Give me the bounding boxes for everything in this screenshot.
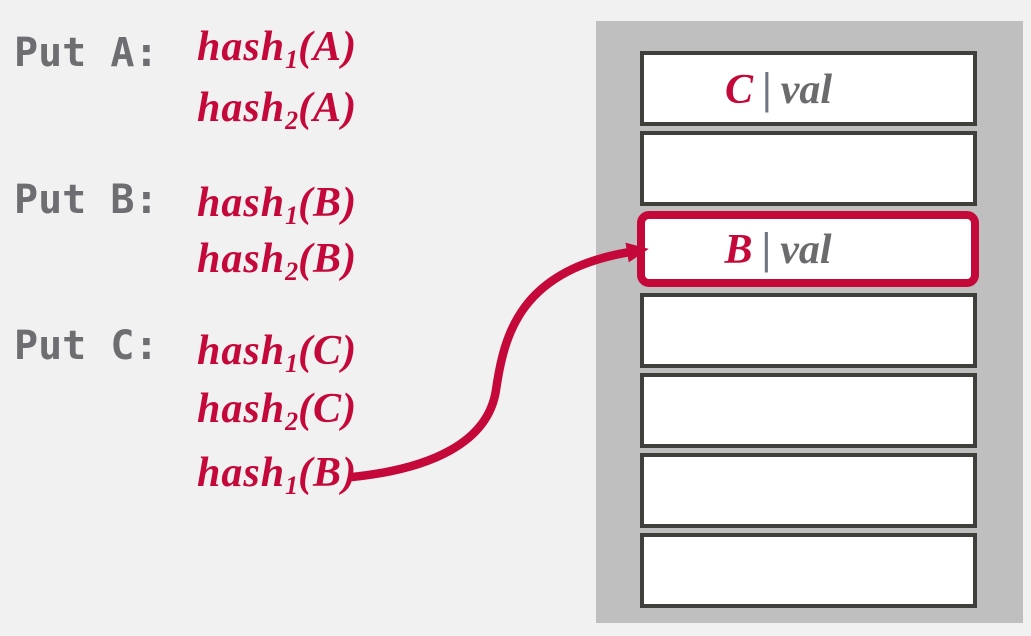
hash-subscript: 1 (285, 201, 299, 230)
hash-table-slot-2 (640, 131, 977, 206)
slot-entry-text: C|val (724, 63, 833, 113)
hash-arg-text: (A) (298, 85, 358, 131)
slot-separator: | (762, 63, 772, 113)
hash-table: C|val B|val (596, 21, 1023, 623)
hash-arg-text: (C) (298, 328, 358, 374)
hash-subscript: 2 (285, 106, 299, 135)
slot-entry-text (770, 389, 788, 433)
put-a-label: Put A: (14, 30, 159, 76)
hash-fn-text: hash (197, 24, 286, 70)
slot-separator: | (761, 224, 772, 273)
hash-table-slot-1: C|val (640, 51, 977, 126)
hash-arg-text: (B) (298, 236, 358, 282)
hash1-b-expression: hash1(B) (197, 180, 358, 229)
slot-key: C (724, 66, 753, 113)
hash-fn-text: hash (197, 328, 286, 374)
hash-fn-text: hash (197, 85, 286, 131)
slot-value: val (780, 66, 833, 113)
hash-fn-text: hash (197, 236, 286, 282)
hash-fn-text: hash (197, 450, 286, 496)
put-c-label: Put C: (14, 323, 159, 369)
hash-arg-text: (B) (298, 180, 358, 226)
hash-arg-text: (B) (298, 450, 358, 496)
hash-table-slot-7 (640, 533, 977, 608)
hash-fn-text: hash (197, 386, 286, 432)
hash-subscript: 1 (285, 45, 299, 74)
hash-table-slot-3-highlighted: B|val (637, 211, 979, 287)
hash2-c-expression: hash2(C) (197, 386, 358, 435)
slot-entry-text: B|val (724, 224, 832, 273)
put-b-label: Put B: (14, 177, 159, 223)
hash-arg-text: (C) (298, 386, 358, 432)
slot-entry-text (770, 309, 788, 353)
hash-table-slot-5 (640, 373, 977, 448)
hash-subscript: 2 (285, 257, 299, 286)
slot-entry-text (770, 469, 788, 513)
hash-fn-text: hash (197, 180, 286, 226)
hash2-a-expression: hash2(A) (197, 85, 358, 134)
hash1-c-expression: hash1(C) (197, 328, 358, 377)
hash1-b-evicted-expression: hash1(B) (197, 450, 358, 499)
hash-arg-text: (A) (298, 24, 358, 70)
hash-table-slot-6 (640, 453, 977, 528)
hash-table-slot-4 (640, 293, 977, 368)
hash-subscript: 2 (285, 407, 299, 436)
hash-subscript: 1 (285, 471, 299, 500)
hash1-a-expression: hash1(A) (197, 24, 358, 73)
slot-value: val (780, 227, 832, 273)
hash2-b-expression: hash2(B) (197, 236, 358, 285)
slot-entry-text (770, 147, 788, 191)
slot-key: B (724, 227, 753, 273)
slot-entry-text (770, 549, 788, 593)
hash-subscript: 1 (285, 349, 299, 378)
